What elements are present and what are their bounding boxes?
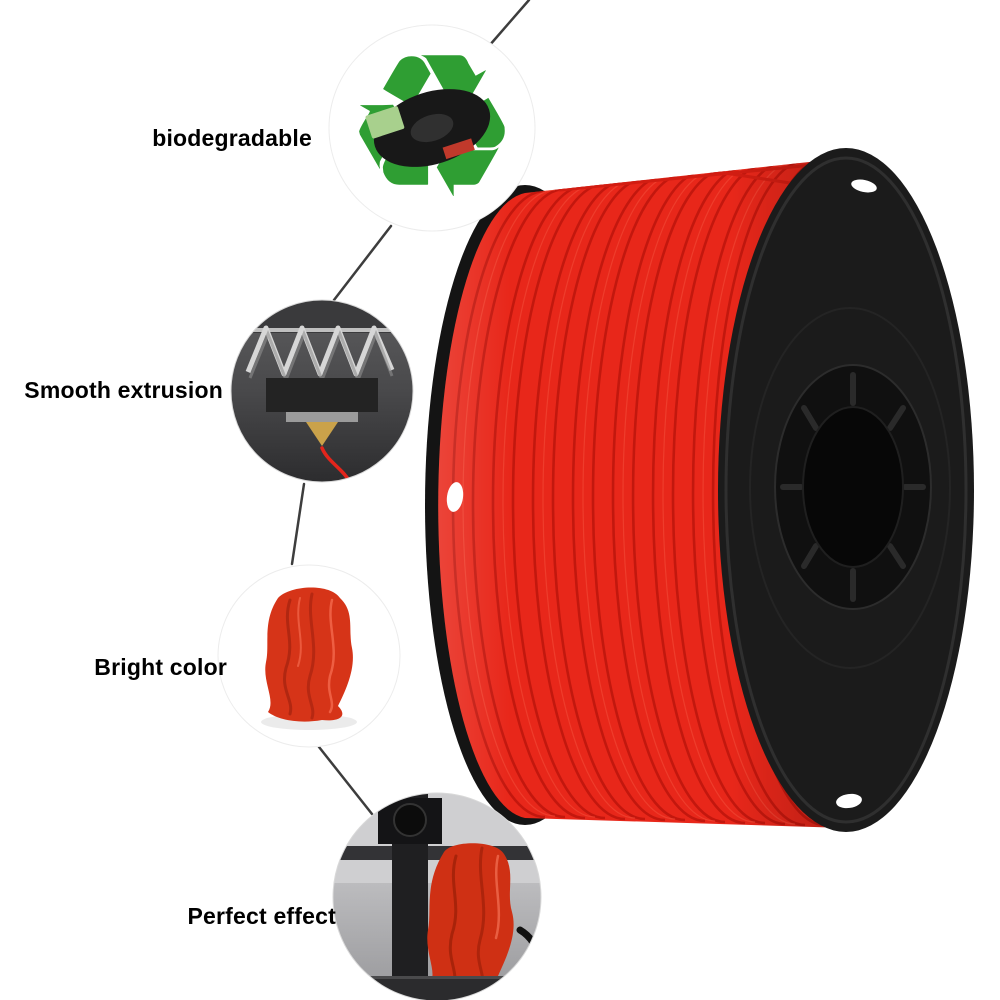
front-flange-hole-bottom (836, 793, 862, 809)
print-bed (333, 978, 541, 1000)
printer-rail (333, 846, 541, 860)
callout-photo-bright-color (217, 564, 401, 748)
back-flange-hole (446, 482, 464, 512)
callout-label-perfect-effect: Perfect effect (187, 903, 336, 929)
heater-block (266, 378, 378, 412)
callout-label-smooth-extrusion: Smooth extrusion (24, 377, 223, 403)
callout-label-bright-color: Bright color (94, 654, 227, 680)
front-flange-hole-top (851, 179, 877, 193)
connector-line-3-4 (317, 745, 374, 816)
red-vase-being-printed (427, 843, 514, 995)
filament-spool-photo (425, 148, 974, 832)
front-flange-rim (724, 156, 968, 824)
hub-spokes (780, 372, 926, 602)
callout-photo-perfect-effect (332, 792, 542, 1000)
front-flange-groove (749, 307, 951, 669)
black-spool-silhouette (365, 89, 491, 167)
connector-line-2-3 (290, 482, 306, 566)
connector-lines (290, 0, 531, 816)
extruder-top-bar (231, 300, 413, 333)
hub-center-hole (802, 406, 904, 568)
connector-line-top (487, 0, 531, 48)
callout-label-biodegradable: biodegradable (152, 125, 312, 151)
extruder-fan (393, 803, 427, 837)
callout-photo-biodegradable: ♻ (328, 24, 536, 232)
connector-line-1-2 (332, 224, 393, 302)
callout-photo-smooth-extrusion (230, 299, 414, 483)
spool-hub (774, 364, 932, 610)
nozzle (306, 422, 338, 446)
